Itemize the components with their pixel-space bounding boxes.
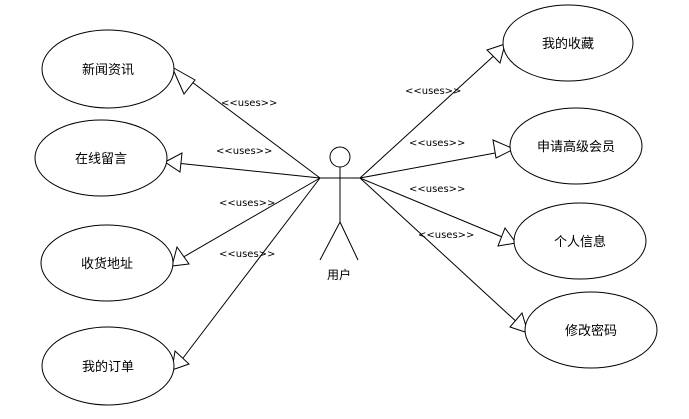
use-case-orders-label: 我的订单	[82, 359, 134, 375]
use-case-news-ellipse	[41, 29, 175, 109]
use-case-orders: 我的订单	[41, 326, 175, 406]
actor: 用户	[319, 146, 360, 282]
association-address	[179, 177, 321, 260]
use-case-address: 收货地址	[40, 224, 174, 302]
arrowhead-profile	[497, 226, 517, 247]
association-profile	[359, 177, 508, 240]
actor-label: 用户	[327, 267, 351, 282]
use-case-premium: 申请高级会员	[509, 107, 643, 185]
use-case-news-label: 新闻资讯	[82, 62, 134, 78]
stereotype-news: <<uses>>	[221, 98, 277, 109]
stereotype-password: <<uses>>	[418, 230, 474, 241]
association-password	[359, 177, 521, 326]
actor-right-leg	[339, 221, 359, 261]
use-case-message: 在线留言	[34, 119, 168, 197]
use-case-favorites-label: 我的收藏	[542, 36, 594, 52]
association-orders	[179, 177, 321, 363]
arrowhead-password	[509, 311, 529, 334]
arrowhead-message	[164, 152, 183, 173]
use-case-favorites-ellipse	[502, 4, 634, 82]
use-case-profile-label: 个人信息	[554, 234, 606, 250]
use-case-address-label: 收货地址	[81, 256, 133, 272]
use-case-password-ellipse	[524, 291, 658, 369]
use-case-password: 修改密码	[524, 291, 658, 369]
use-case-message-label: 在线留言	[75, 152, 127, 167]
use-case-message-ellipse	[34, 119, 168, 197]
association-favorites	[359, 51, 499, 179]
use-case-premium-label: 申请高级会员	[537, 139, 615, 155]
stereotype-labels: <<uses>> <<uses>> <<uses>> <<uses>> <<us…	[216, 86, 474, 260]
association-news	[183, 75, 321, 179]
association-message	[175, 162, 321, 179]
use-case-premium-ellipse	[509, 107, 643, 185]
use-case-password-label: 修改密码	[565, 323, 617, 339]
associations	[175, 51, 521, 363]
stereotype-orders: <<uses>>	[219, 249, 275, 260]
use-case-favorites: 我的收藏	[502, 4, 634, 82]
arrowhead-premium	[492, 139, 516, 159]
stereotype-address: <<uses>>	[219, 198, 275, 209]
actor-head-icon	[329, 146, 351, 168]
use-case-orders-ellipse	[41, 326, 175, 406]
stereotype-profile: <<uses>>	[409, 184, 465, 195]
actor-left-leg	[319, 221, 341, 261]
use-case-profile-ellipse	[513, 202, 647, 280]
arrowhead-favorites	[486, 43, 506, 64]
arrowhead-address	[171, 245, 190, 267]
stereotype-favorites: <<uses>>	[405, 86, 461, 97]
association-premium	[359, 150, 507, 179]
use-case-profile: 个人信息	[513, 202, 647, 280]
arrowhead-news	[170, 65, 196, 95]
stereotype-premium: <<uses>>	[409, 138, 465, 149]
stereotype-message: <<uses>>	[216, 146, 272, 157]
use-case-address-ellipse	[40, 224, 174, 302]
use-case-news: 新闻资讯	[41, 29, 175, 109]
arrowheads	[164, 43, 529, 371]
